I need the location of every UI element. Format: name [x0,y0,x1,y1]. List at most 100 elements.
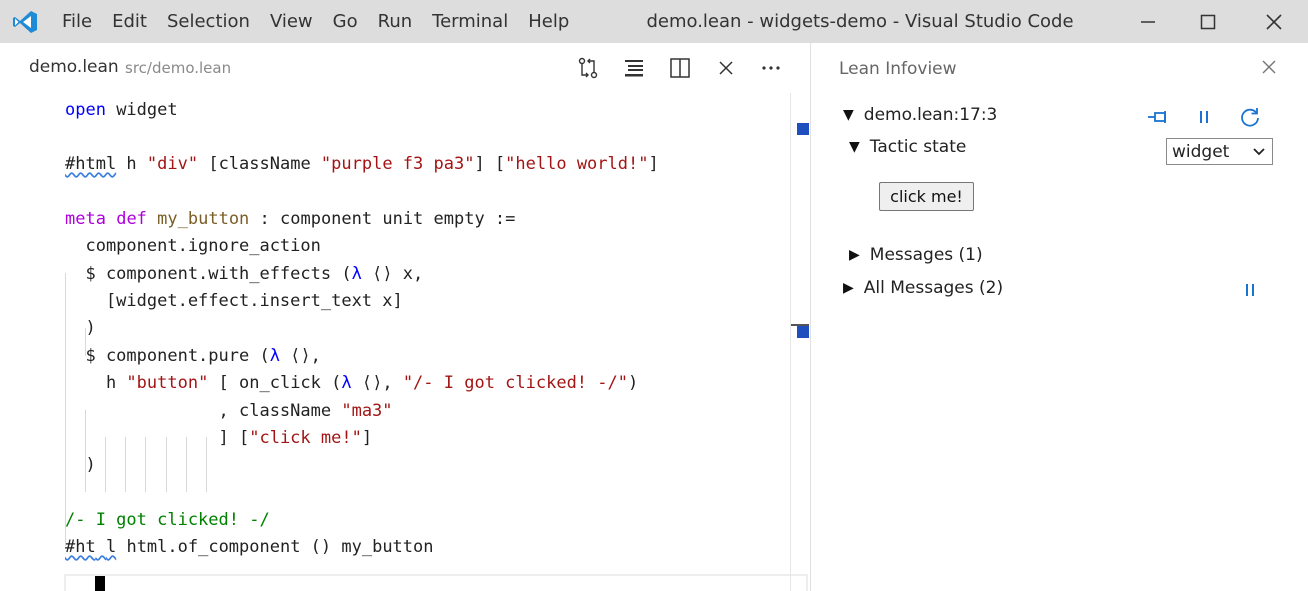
code-token: ] [ [474,154,506,174]
expanded-triangle-icon: ▼ [849,139,860,155]
code-line: component.ignore_action [65,236,321,256]
pause-icon [1200,111,1208,123]
code-line: , className "ma3" [65,398,393,425]
code-token: [className [198,154,321,174]
code-token: : component unit empty := [249,209,516,229]
lean-infoview: Lean Infoview ▼ demo.lean:17:3 ▼ Tactic … [810,43,1308,591]
title-bar: File Edit Selection View Go Run Terminal… [0,0,1308,43]
pin-button[interactable] [1146,105,1170,129]
collapsed-triangle-icon: ▶ [849,247,860,263]
code-token: , className [65,401,342,421]
code-line: open widget [65,97,178,124]
indent-guide [105,437,106,492]
menu-bar: File Edit Selection View Go Run Terminal… [52,0,579,43]
scroll-marker [797,123,809,135]
code-token [106,209,116,229]
cursor-position-marker [791,324,809,326]
menu-help[interactable]: Help [528,11,570,32]
tab-title[interactable]: demo.lean [29,57,119,77]
maximize-button[interactable] [1178,0,1238,43]
code-token: "ma3" [341,401,393,421]
code-token: h [116,154,147,174]
close-tab-button[interactable] [713,55,739,81]
tab-path: src/demo.lean [125,59,232,77]
open-changes-button[interactable] [575,55,601,81]
code-token: my_button [157,209,250,229]
code-token: ⟨⟩, [279,346,321,366]
vscode-logo-icon [13,11,37,33]
expanded-triangle-icon: ▼ [843,107,854,123]
refresh-icon [1241,108,1259,127]
code-token: "/- I got clicked! -/" [402,373,628,393]
code-line: #html h "div" [className "purple f3 pa3"… [65,151,659,178]
split-editor-icon [670,58,690,78]
code-token: "div" [146,154,199,174]
code-token: $ component.pure ( [65,346,270,366]
code-line: $ component.with_effects (λ ⟨⟩ x, [65,261,423,288]
code-token: ] [ [65,428,250,448]
click-me-button[interactable]: click me! [879,182,974,211]
code-line: h "button" [ on_click (λ ⟨⟩, "/- I got c… [65,370,638,397]
all-messages-header[interactable]: ▶ All Messages (2) [843,278,1003,298]
window-title: demo.lean - widgets-demo - Visual Studio… [646,11,1074,32]
menu-run[interactable]: Run [377,11,413,32]
code-token: ) [627,373,639,393]
code-editor[interactable]: open widget #html h "div" [className "pu… [0,93,808,591]
scroll-marker [797,326,809,338]
indent-guide [166,437,167,492]
close-infoview-button[interactable] [1262,59,1282,79]
close-icon [1266,13,1282,30]
editor-tab[interactable]: demo.lean src/demo.lean [0,43,810,93]
indent-guide [85,410,86,492]
text-cursor [95,576,105,591]
indent-guide [186,437,187,492]
code-token: h [65,373,127,393]
location-header[interactable]: ▼ demo.lean:17:3 [843,105,997,125]
code-token: λ [351,264,362,284]
refresh-button[interactable] [1238,105,1262,129]
code-token: html.of_component () my_button [116,537,434,557]
code-token: ⟨⟩, [351,373,403,393]
editor-scrollbar[interactable] [790,93,810,591]
pin-icon [1148,111,1166,123]
code-line: [widget.effect.insert_text x] [65,291,403,311]
menu-go[interactable]: Go [332,11,358,32]
code-line: /- I got clicked! -/ [65,510,270,530]
menu-view[interactable]: View [269,11,313,32]
code-token: l [105,537,117,557]
infoview-title: Lean Infoview [839,59,957,79]
pause-button[interactable] [1192,105,1216,129]
code-line: ) [65,318,96,338]
infoview-toggle-button[interactable] [621,55,647,81]
collapsed-triangle-icon: ▶ [843,280,854,296]
indent-guide [65,273,66,546]
menu-terminal[interactable]: Terminal [432,11,509,32]
close-window-button[interactable] [1244,0,1304,43]
code-token: m [95,537,106,557]
split-editor-button[interactable] [667,55,693,81]
code-line: meta def my_button : component unit empt… [65,206,515,233]
code-line: ) [65,455,96,475]
code-token: λ [341,373,352,393]
tactic-state-label: Tactic state [869,137,967,157]
messages-header[interactable]: ▶ Messages (1) [849,245,983,265]
indent-guide [85,328,86,356]
code-token [147,209,157,229]
widget-select-value: widget [1172,141,1230,162]
tactic-state-header[interactable]: ▼ Tactic state [849,137,966,157]
list-icon [625,60,643,77]
messages-label: Messages (1) [869,245,983,265]
indent-guide [206,437,207,492]
minimize-button[interactable] [1118,0,1178,43]
code-token: "hello world!" [505,154,649,174]
menu-edit[interactable]: Edit [112,11,147,32]
widget-select[interactable]: widget [1166,138,1273,165]
location-label: demo.lean:17:3 [863,105,998,125]
maximize-icon [1200,14,1216,29]
ellipsis-icon [762,66,780,70]
menu-selection[interactable]: Selection [166,11,250,32]
pause-all-messages-button[interactable] [1238,278,1262,302]
menu-file[interactable]: File [62,11,93,32]
all-messages-label: All Messages (2) [863,278,1004,298]
more-actions-button[interactable] [758,55,784,81]
